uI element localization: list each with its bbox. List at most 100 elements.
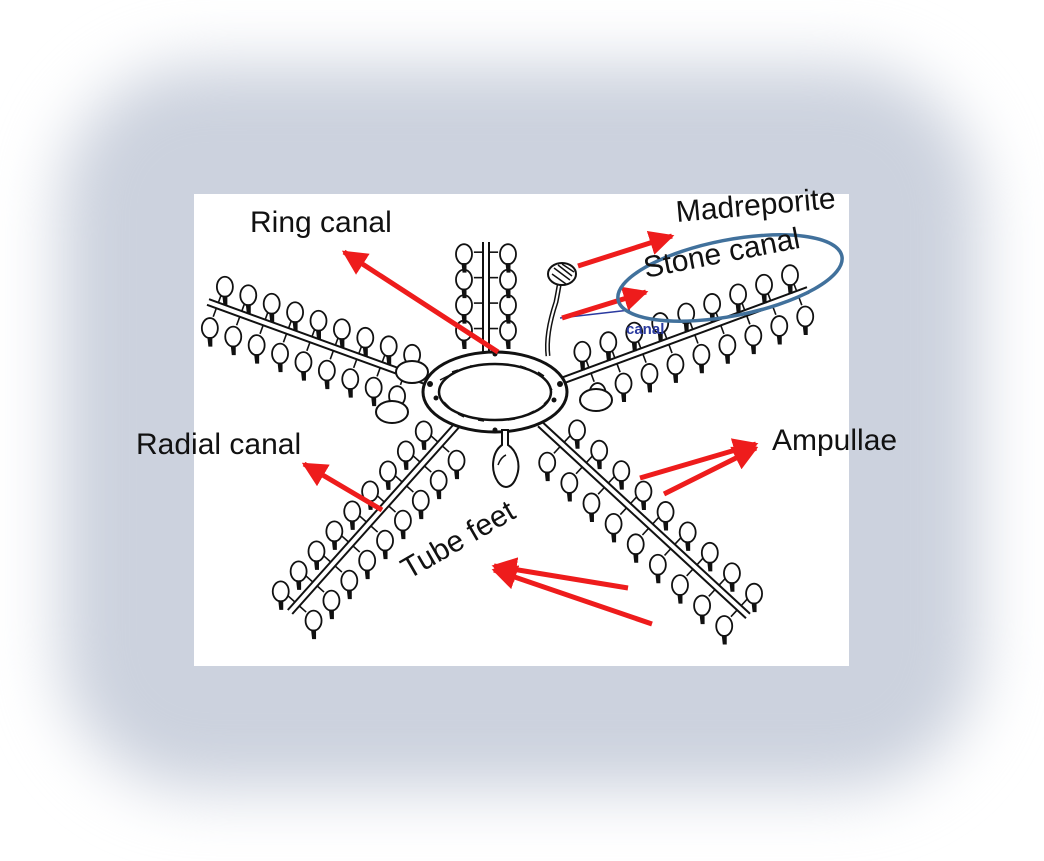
ampulla-bulb <box>379 335 398 358</box>
ampulla-bulb <box>656 501 675 523</box>
label-ampullae: Ampullae <box>772 424 898 457</box>
ampulla-bulb <box>286 301 304 324</box>
ampulla-bulb <box>666 353 685 376</box>
ampulla-bulb <box>599 331 618 354</box>
arrow-ampullae-2 <box>662 445 759 497</box>
ampulla-bulb <box>718 334 737 357</box>
tube-foot <box>646 382 652 393</box>
ampulla-bulb <box>755 273 773 296</box>
tube-foot <box>331 540 337 550</box>
tube-foot <box>505 263 511 273</box>
ampulla-bulb <box>343 500 362 523</box>
tube-foot <box>787 284 793 294</box>
tube-foot <box>371 396 377 407</box>
tube-foot <box>254 354 260 364</box>
ampulla-bulb <box>247 334 266 357</box>
tube-foot <box>707 561 713 572</box>
tube-foot <box>454 469 460 480</box>
tube-foot <box>324 379 330 390</box>
ampulla-bulb <box>379 460 397 483</box>
arrow-stone-canal <box>561 286 649 321</box>
ampulla-bulb <box>239 284 258 307</box>
ampulla-bulb <box>429 469 448 492</box>
large-ampulla <box>375 400 409 424</box>
ampulla-bulb <box>568 419 586 442</box>
ampulla-bulb <box>414 420 433 443</box>
arm-5 <box>537 419 763 645</box>
ampulla-bulb <box>340 569 359 592</box>
tube-foot <box>729 582 735 592</box>
tube-foot <box>657 332 663 342</box>
label-arrows <box>301 230 759 627</box>
tube-foot <box>382 549 388 560</box>
tube-foot <box>596 459 602 470</box>
ampulla-bulb <box>317 359 336 382</box>
arrow-tube-feet-2 <box>491 565 653 627</box>
tube-foot <box>230 345 236 356</box>
tube-foot <box>663 520 669 531</box>
large-ampulla <box>395 360 429 384</box>
tube-foot <box>761 293 767 304</box>
ampulla-bulb <box>262 292 281 315</box>
tube-foot <box>461 314 467 324</box>
tube-foot <box>677 594 683 604</box>
ampulla-bulb <box>376 529 394 552</box>
tube-foot <box>685 541 691 551</box>
tube-foot <box>385 480 391 490</box>
tube-foot <box>436 489 442 500</box>
ring-canal <box>421 350 569 434</box>
ampulla-bulb <box>715 615 734 637</box>
tube-foot <box>735 303 741 313</box>
tube-foot <box>300 371 306 381</box>
tube-foot <box>400 529 406 540</box>
ampulla-bulb <box>781 264 799 287</box>
ampulla-bulb <box>356 326 375 349</box>
tube-foot <box>461 339 467 350</box>
ampulla-bulb <box>604 512 623 535</box>
ampulla-bulb <box>640 363 659 385</box>
ampulla-bulb <box>582 492 601 515</box>
ampulla-bulb <box>455 243 473 266</box>
tube-foot <box>316 329 321 340</box>
tube-foot <box>750 344 756 355</box>
ampulla-bulb <box>325 520 344 543</box>
ampulla-bulb <box>289 560 308 583</box>
ampulla-bulb <box>723 562 741 585</box>
tube-foot <box>418 509 424 520</box>
tube-foot <box>724 354 730 364</box>
ampulla-bulb <box>590 439 609 462</box>
arm-1 <box>200 275 430 415</box>
arrow-ampullae-1 <box>639 438 759 481</box>
ampulla-bulb <box>745 582 763 605</box>
tube-foot <box>505 314 511 324</box>
tube-foot <box>633 553 639 563</box>
ampulla-bulb <box>411 489 430 512</box>
tube-foot <box>544 471 550 482</box>
tube-foot <box>277 362 283 373</box>
ampulla-bulb <box>671 574 689 597</box>
ampulla-bulb <box>678 521 697 544</box>
ampulla-bulb <box>322 589 341 612</box>
tube-foot <box>574 439 580 449</box>
tube-foot <box>611 532 617 543</box>
tube-foot <box>339 338 345 348</box>
ampulla-bulb <box>744 324 763 347</box>
arm-4 <box>271 420 466 640</box>
tube-foot <box>655 573 661 584</box>
tube-foot <box>349 520 355 530</box>
ampulla-bulb <box>271 342 289 365</box>
tube-foot <box>269 312 275 323</box>
arrow-radial-canal <box>301 461 384 513</box>
ampulla-bulb <box>447 449 466 472</box>
tube-foot <box>296 580 302 590</box>
tube-foot <box>362 346 368 357</box>
arrow-ring-canal <box>341 249 500 355</box>
ampulla-bulb <box>692 343 711 366</box>
ampulla-bulb <box>703 293 722 315</box>
label-ring-canal: Ring canal <box>250 206 392 239</box>
polian-vesicle <box>492 429 520 488</box>
tube-foot <box>245 304 251 314</box>
tube-foot <box>386 355 392 365</box>
tube-foot <box>751 602 757 613</box>
ampulla-bulb <box>538 451 557 474</box>
